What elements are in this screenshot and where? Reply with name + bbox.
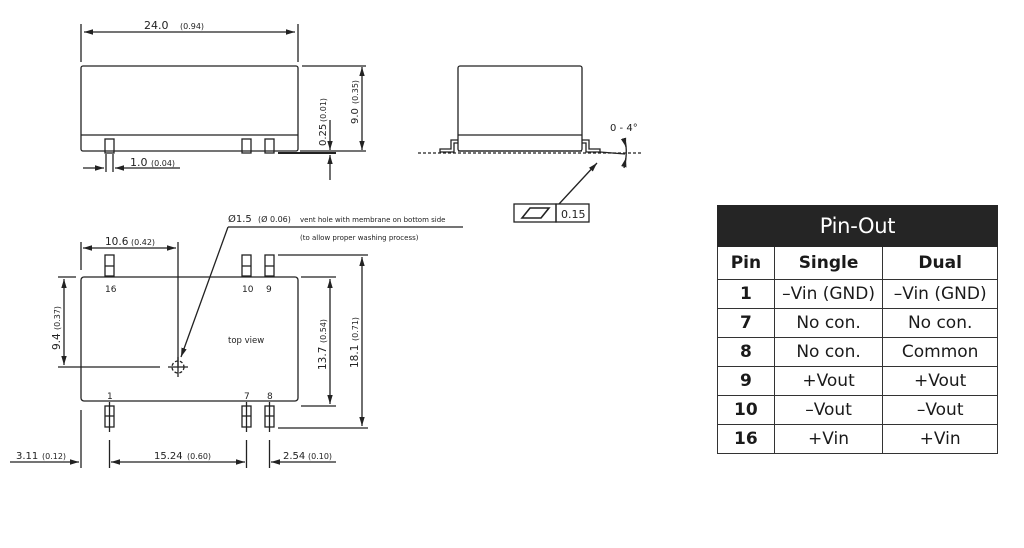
dual-function: No con. bbox=[882, 308, 998, 338]
overall-height-dim-inch: (0.71) bbox=[351, 317, 360, 341]
column-header-single: Single bbox=[773, 246, 884, 280]
pin-label-16: 16 bbox=[105, 285, 117, 295]
table-row: 9 +Vout +Vout bbox=[717, 366, 998, 396]
column-header-pin: Pin bbox=[717, 246, 775, 280]
table-row: 16 +Vin +Vin bbox=[717, 424, 998, 454]
pin-width-dim: 1.0 bbox=[130, 156, 148, 169]
width-dim-inch: (0.94) bbox=[180, 22, 204, 31]
pin-spacing-dim: 2.54 bbox=[283, 451, 305, 462]
vent-dim: Ø1.5 bbox=[228, 213, 252, 225]
pin-number: 1 bbox=[717, 279, 775, 309]
dual-function: Common bbox=[882, 337, 998, 367]
left-offset-dim: 3.11 bbox=[16, 451, 38, 462]
single-function: –Vin (GND) bbox=[773, 279, 884, 309]
table-row: 1 –Vin (GND) –Vin (GND) bbox=[717, 279, 998, 309]
table-row: 8 No con. Common bbox=[717, 337, 998, 367]
end-view bbox=[418, 65, 642, 223]
pinout-title: Pin-Out bbox=[717, 205, 998, 247]
pin-number: 7 bbox=[717, 308, 775, 338]
table-row: 7 No con. No con. bbox=[717, 308, 998, 338]
dual-function: +Vin bbox=[882, 424, 998, 454]
single-function: No con. bbox=[773, 337, 884, 367]
vent-note-2: (to allow proper washing process) bbox=[300, 234, 419, 242]
single-function: +Vout bbox=[773, 366, 884, 396]
dual-function: –Vout bbox=[882, 395, 998, 425]
pinout-table: Pin-Out Pin Single Dual 1 –Vin (GND) –Vi… bbox=[717, 205, 998, 454]
pin-spacing-dim-inch: (0.10) bbox=[308, 452, 332, 461]
single-function: –Vout bbox=[773, 395, 884, 425]
pin-number: 16 bbox=[717, 424, 775, 454]
vent-x-dim-inch: (0.42) bbox=[131, 238, 155, 247]
standoff-dim-inch: (0.01) bbox=[319, 98, 328, 122]
end-view-labels: 0 - 4° 0.15 bbox=[561, 123, 638, 221]
pin-label-1: 1 bbox=[107, 392, 113, 402]
pitch-dim-inch: (0.60) bbox=[187, 452, 211, 461]
left-offset-dim-inch: (0.12) bbox=[42, 452, 66, 461]
vent-note: vent hole with membrane on bottom side bbox=[300, 216, 445, 224]
height-dim-inch: (0.35) bbox=[351, 80, 360, 104]
angle-label: 0 - 4° bbox=[610, 123, 638, 134]
standoff-dim: 0.25 bbox=[318, 124, 329, 146]
top-view-labels: Ø1.5 (Ø 0.06) vent hole with membrane on… bbox=[16, 213, 445, 462]
side-view bbox=[80, 24, 366, 180]
dual-function: –Vin (GND) bbox=[882, 279, 998, 309]
pin-label-9: 9 bbox=[266, 285, 272, 295]
vent-x-dim: 10.6 bbox=[105, 236, 129, 248]
pitch-dim: 15.24 bbox=[154, 451, 183, 462]
table-row: 10 –Vout –Vout bbox=[717, 395, 998, 425]
vent-y-dim: 9.4 bbox=[51, 333, 63, 350]
height-dim: 9.0 bbox=[350, 108, 361, 124]
top-view-label: top view bbox=[228, 336, 264, 346]
side-view-labels: 24.0 (0.94) 1.0 (0.04) 0.25 (0.01) 9.0 (… bbox=[130, 19, 361, 169]
overall-height-dim: 18.1 bbox=[349, 345, 361, 368]
pin-number: 10 bbox=[717, 395, 775, 425]
body-height-dim-inch: (0.54) bbox=[319, 319, 328, 343]
single-function: +Vin bbox=[773, 424, 884, 454]
pin-label-10: 10 bbox=[242, 285, 254, 295]
pin-label-8: 8 bbox=[267, 392, 273, 402]
body-height-dim: 13.7 bbox=[317, 347, 329, 370]
flatness-value: 0.15 bbox=[561, 208, 586, 221]
column-header-dual: Dual bbox=[882, 246, 998, 280]
pin-label-7: 7 bbox=[244, 392, 250, 402]
pin-width-dim-inch: (0.04) bbox=[151, 159, 175, 168]
pin-number: 9 bbox=[717, 366, 775, 396]
single-function: No con. bbox=[773, 308, 884, 338]
vent-y-dim-inch: (0.37) bbox=[53, 306, 62, 330]
vent-dim-inch: (Ø 0.06) bbox=[258, 214, 291, 224]
pin-number: 8 bbox=[717, 337, 775, 367]
dual-function: +Vout bbox=[882, 366, 998, 396]
width-dim: 24.0 bbox=[144, 19, 169, 32]
top-view bbox=[10, 226, 463, 468]
